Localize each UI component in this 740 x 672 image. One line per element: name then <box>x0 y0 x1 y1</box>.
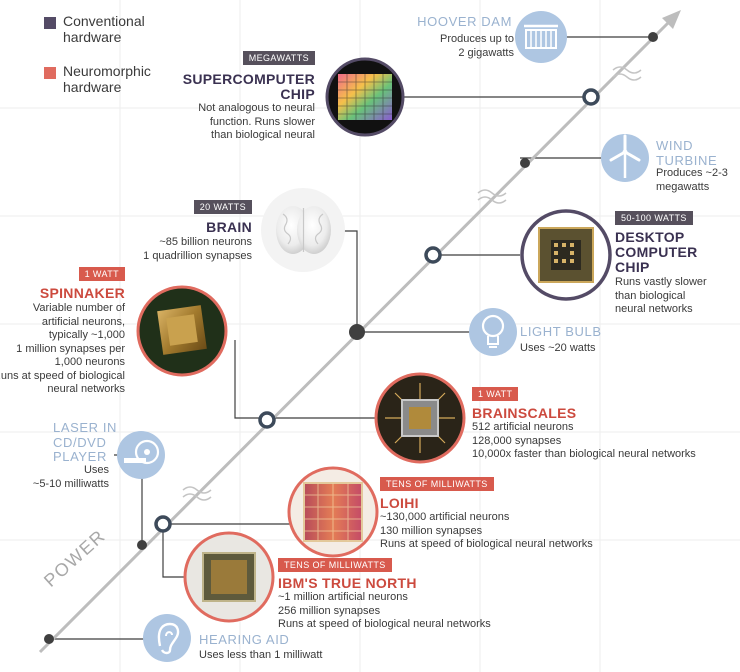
spinnaker-image <box>136 285 228 377</box>
axis-markers <box>44 32 658 644</box>
supercomputer-desc: Not analogous to neural function. Runs s… <box>198 102 315 143</box>
laser-desc-line: ~5-10 milliwatts <box>32 477 109 490</box>
supercomputer-desc-line: Not analogous to neural <box>198 102 315 114</box>
light-bulb-title: LIGHT BULB <box>520 324 602 339</box>
spinnaker-desc: Variable number of artificial neurons, t… <box>0 302 125 397</box>
brainscales-image <box>374 372 466 464</box>
supercomputer-badge: MEGAWATTS <box>242 51 315 65</box>
brain-desc-line: 1 quadrillion synapses <box>143 249 252 262</box>
desktop-chip-desc-line: Runs vastly slower <box>615 276 707 288</box>
wind-turbine-desc-line: megawatts <box>656 180 710 193</box>
legend-neuromorphic-line1: Neuromorphic <box>63 63 151 79</box>
hearing-aid-desc: Uses less than 1 milliwatt <box>199 649 323 661</box>
desktop-chip-desc: Runs vastly slower than biological neura… <box>615 276 707 317</box>
legend-neuromorphic-label: Neuromorphic hardware <box>63 63 151 95</box>
cd-laser-icon <box>117 431 165 479</box>
legend-conventional-swatch <box>44 17 56 29</box>
loihi-image <box>287 466 379 558</box>
brainscales-desc-line: 128,000 synapses <box>472 434 562 447</box>
hoover-dam-title: HOOVER DAM <box>417 14 512 29</box>
loihi-desc-line: 130 million synapses <box>380 524 483 537</box>
true-north-desc-line: Runs at speed of biological neural netwo… <box>278 618 491 630</box>
true-north-badge: TENS OF MILLIWATTS <box>278 558 392 572</box>
desktop-chip-title: DESKTOP COMPUTER CHIP <box>615 230 698 275</box>
supercomputer-desc-line: than biological neural <box>211 129 315 141</box>
laser-title-line: PLAYER <box>53 449 107 464</box>
hoover-dam-desc-line: Produces up to <box>440 33 514 45</box>
brainscales-desc: 512 artificial neurons 128,000 synapses … <box>472 421 696 462</box>
brain-badge: 20 WATTS <box>193 200 252 214</box>
ear-icon <box>143 614 191 662</box>
desktop-chip-title-line: CHIP <box>615 259 650 275</box>
desktop-chip-desc-line: neural networks <box>615 303 693 315</box>
hearing-aid-title: HEARING AID <box>199 632 290 647</box>
light-bulb-icon <box>469 308 517 356</box>
desktop-chip-title-line: COMPUTER <box>615 244 698 260</box>
desktop-chip-image <box>520 209 612 301</box>
wind-turbine-desc: Produces ~2-3 megawatts <box>656 167 728 194</box>
true-north-title: IBM'S TRUE NORTH <box>278 575 417 591</box>
brain-title: BRAIN <box>206 219 252 235</box>
legend-neuromorphic-swatch <box>44 67 56 79</box>
laser-title: LASER IN CD/DVD PLAYER <box>53 420 118 465</box>
spinnaker-desc-line: Runs at speed of biological <box>0 369 125 382</box>
laser-title-line: LASER IN <box>53 420 118 435</box>
spinnaker-desc-line: Variable number of <box>32 302 125 314</box>
spinnaker-title: SPINNAKER <box>39 285 125 301</box>
brainscales-title: BRAINSCALES <box>472 405 577 421</box>
spinnaker-badge: 1 WATT <box>78 267 125 281</box>
wind-turbine-title-line: WIND <box>656 138 694 153</box>
spinnaker-desc-line: neural networks <box>47 383 125 395</box>
true-north-desc-line: 256 million synapses <box>278 604 381 617</box>
legend-conventional-label: Conventional hardware <box>63 13 145 45</box>
wind-turbine-title: WIND TURBINE <box>656 138 718 168</box>
loihi-desc: ~130,000 artificial neurons 130 million … <box>380 511 593 552</box>
supercomputer-title: SUPERCOMPUTER CHIP <box>183 72 315 102</box>
brain-desc: ~85 billion neurons 1 quadrillion synaps… <box>143 236 252 263</box>
brainscales-desc-line: 512 artificial neurons <box>472 421 574 433</box>
laser-title-line: CD/DVD <box>53 434 107 450</box>
supercomputer-desc-line: function. Runs slower <box>209 115 315 128</box>
loihi-title: LOIHI <box>380 495 419 511</box>
legend-conventional-line2: hardware <box>63 29 122 45</box>
supercomputer-chip-image <box>325 57 405 137</box>
brainscales-badge: 1 WATT <box>472 387 519 401</box>
supercomputer-title-line: SUPERCOMPUTER <box>182 71 315 87</box>
spinnaker-desc-line: typically ~1,000 <box>48 329 125 341</box>
spinnaker-desc-line: 1,000 neurons <box>54 356 125 368</box>
laser-desc-line: Uses <box>83 464 109 476</box>
desktop-chip-desc-line: than biological <box>615 289 686 302</box>
hoover-dam-desc: Produces up to 2 gigawatts <box>440 33 514 60</box>
true-north-desc-line: ~1 million artificial neurons <box>278 591 408 603</box>
loihi-badge: TENS OF MILLIWATTS <box>380 477 494 491</box>
hoover-dam-desc-line: 2 gigawatts <box>458 46 514 59</box>
desktop-chip-badge: 50-100 WATTS <box>615 211 693 225</box>
spinnaker-desc-line: 1 million synapses per <box>16 342 125 355</box>
spinnaker-desc-line: artificial neurons, <box>41 315 125 328</box>
true-north-image <box>183 531 275 623</box>
dam-icon <box>515 11 567 63</box>
laser-desc: Uses ~5-10 milliwatts <box>33 464 109 491</box>
light-bulb-desc: Uses ~20 watts <box>520 342 596 354</box>
brainscales-desc-line: 10,000x faster than biological neural ne… <box>472 448 696 460</box>
brain-desc-line: ~85 billion neurons <box>159 236 252 248</box>
wind-turbine-icon <box>601 134 649 182</box>
axis-breaks <box>182 66 642 501</box>
loihi-desc-line: Runs at speed of biological neural netwo… <box>380 538 593 550</box>
wind-turbine-desc-line: Produces ~2-3 <box>656 167 728 179</box>
legend-conventional-line1: Conventional <box>63 13 145 29</box>
true-north-desc: ~1 million artificial neurons 256 millio… <box>278 591 491 632</box>
brain-image <box>261 188 345 272</box>
wind-turbine-title-line: TURBINE <box>656 152 718 168</box>
legend-neuromorphic-line2: hardware <box>63 79 122 95</box>
desktop-chip-title-line: DESKTOP <box>615 229 685 245</box>
loihi-desc-line: ~130,000 artificial neurons <box>380 511 510 523</box>
supercomputer-title-line: CHIP <box>280 86 315 102</box>
